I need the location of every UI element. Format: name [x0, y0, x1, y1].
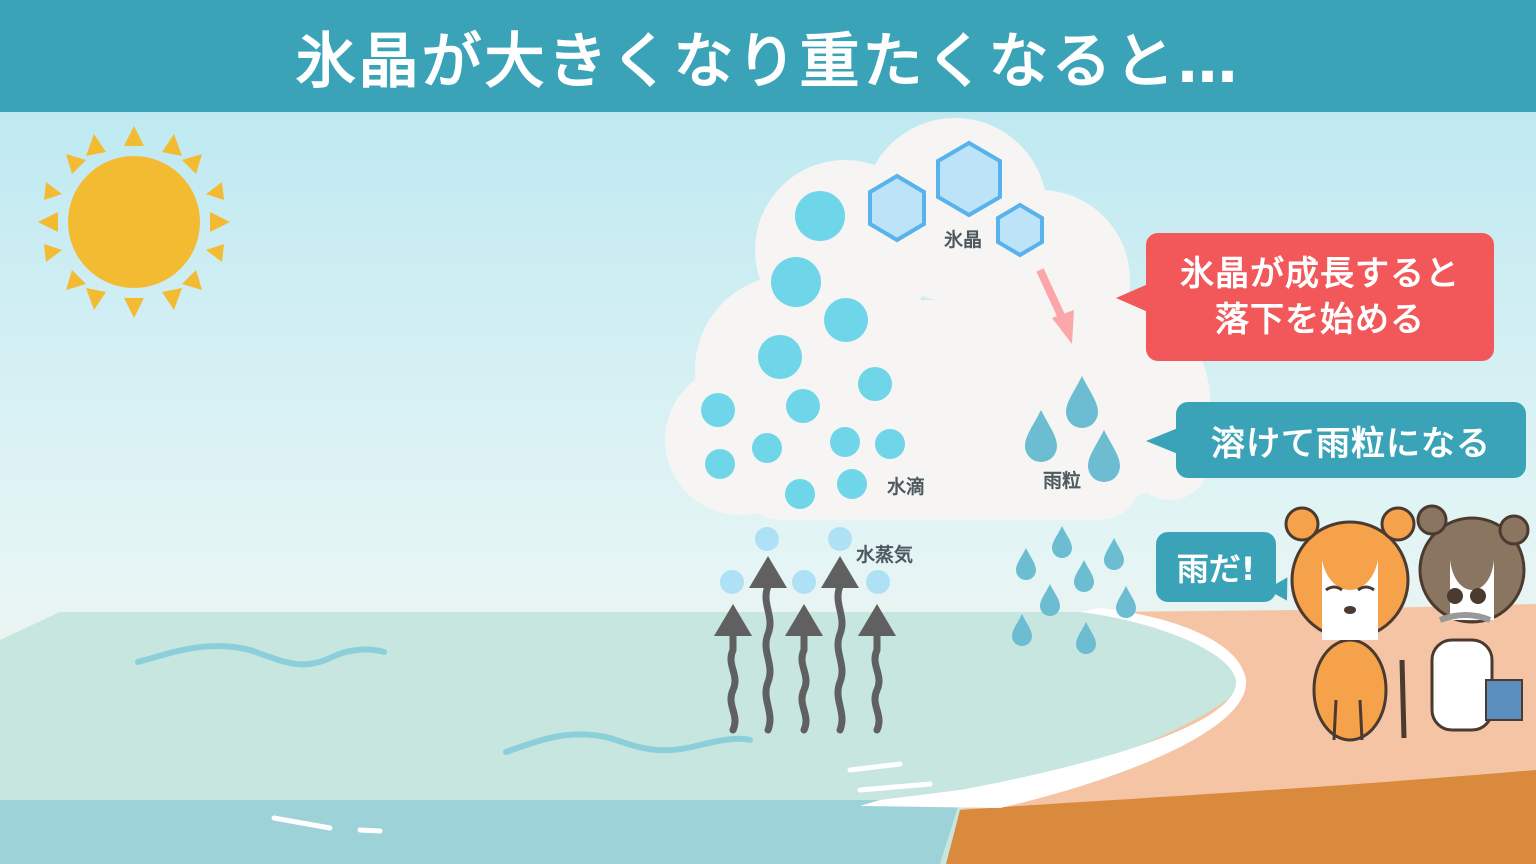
scene-illustration: [0, 112, 1536, 864]
foam-lines: [271, 761, 933, 834]
vapor-particles: [720, 527, 890, 594]
callout-ice-falling-line1: 氷晶が成長すると: [1180, 254, 1460, 294]
falling-rain: [1012, 526, 1136, 654]
callout-melting: 溶けて雨粒になる: [1176, 402, 1526, 478]
label-raindrop: 雨粒: [1043, 470, 1082, 492]
callout-ice-falling: 氷晶が成長すると 落下を始める: [1146, 233, 1494, 361]
sea-shallow: [0, 800, 960, 864]
evaporation-arrows: [727, 576, 883, 734]
callout-melt-tail: [1146, 428, 1178, 454]
shore-foam: [860, 608, 1247, 808]
raindrops-cloud: [1025, 376, 1120, 482]
label-ice-crystal: 氷晶: [944, 229, 983, 251]
label-water-droplet: 水滴: [887, 476, 926, 498]
hamster-character-professor: [1399, 504, 1530, 739]
arrowheads: [714, 556, 896, 636]
beach-dark-sand: [946, 770, 1536, 864]
ice-crystals: [868, 140, 1044, 258]
hamster-character-orange: [1284, 506, 1416, 742]
wave-lines: [135, 642, 753, 755]
sun-icon: [38, 126, 230, 318]
header-bar: 氷晶が大きくなり重たくなると…: [0, 0, 1536, 112]
label-water-vapor: 水蒸気: [856, 544, 914, 566]
callout-rain-exclamation: 雨だ!: [1156, 532, 1276, 602]
fall-arrow-icon: [1036, 268, 1074, 344]
water-droplets: [701, 191, 905, 509]
callout-ice-falling-line2: 落下を始める: [1215, 300, 1425, 340]
callout-fall-tail: [1116, 284, 1148, 312]
page-title: 氷晶が大きくなり重たくなると…: [295, 26, 1241, 97]
